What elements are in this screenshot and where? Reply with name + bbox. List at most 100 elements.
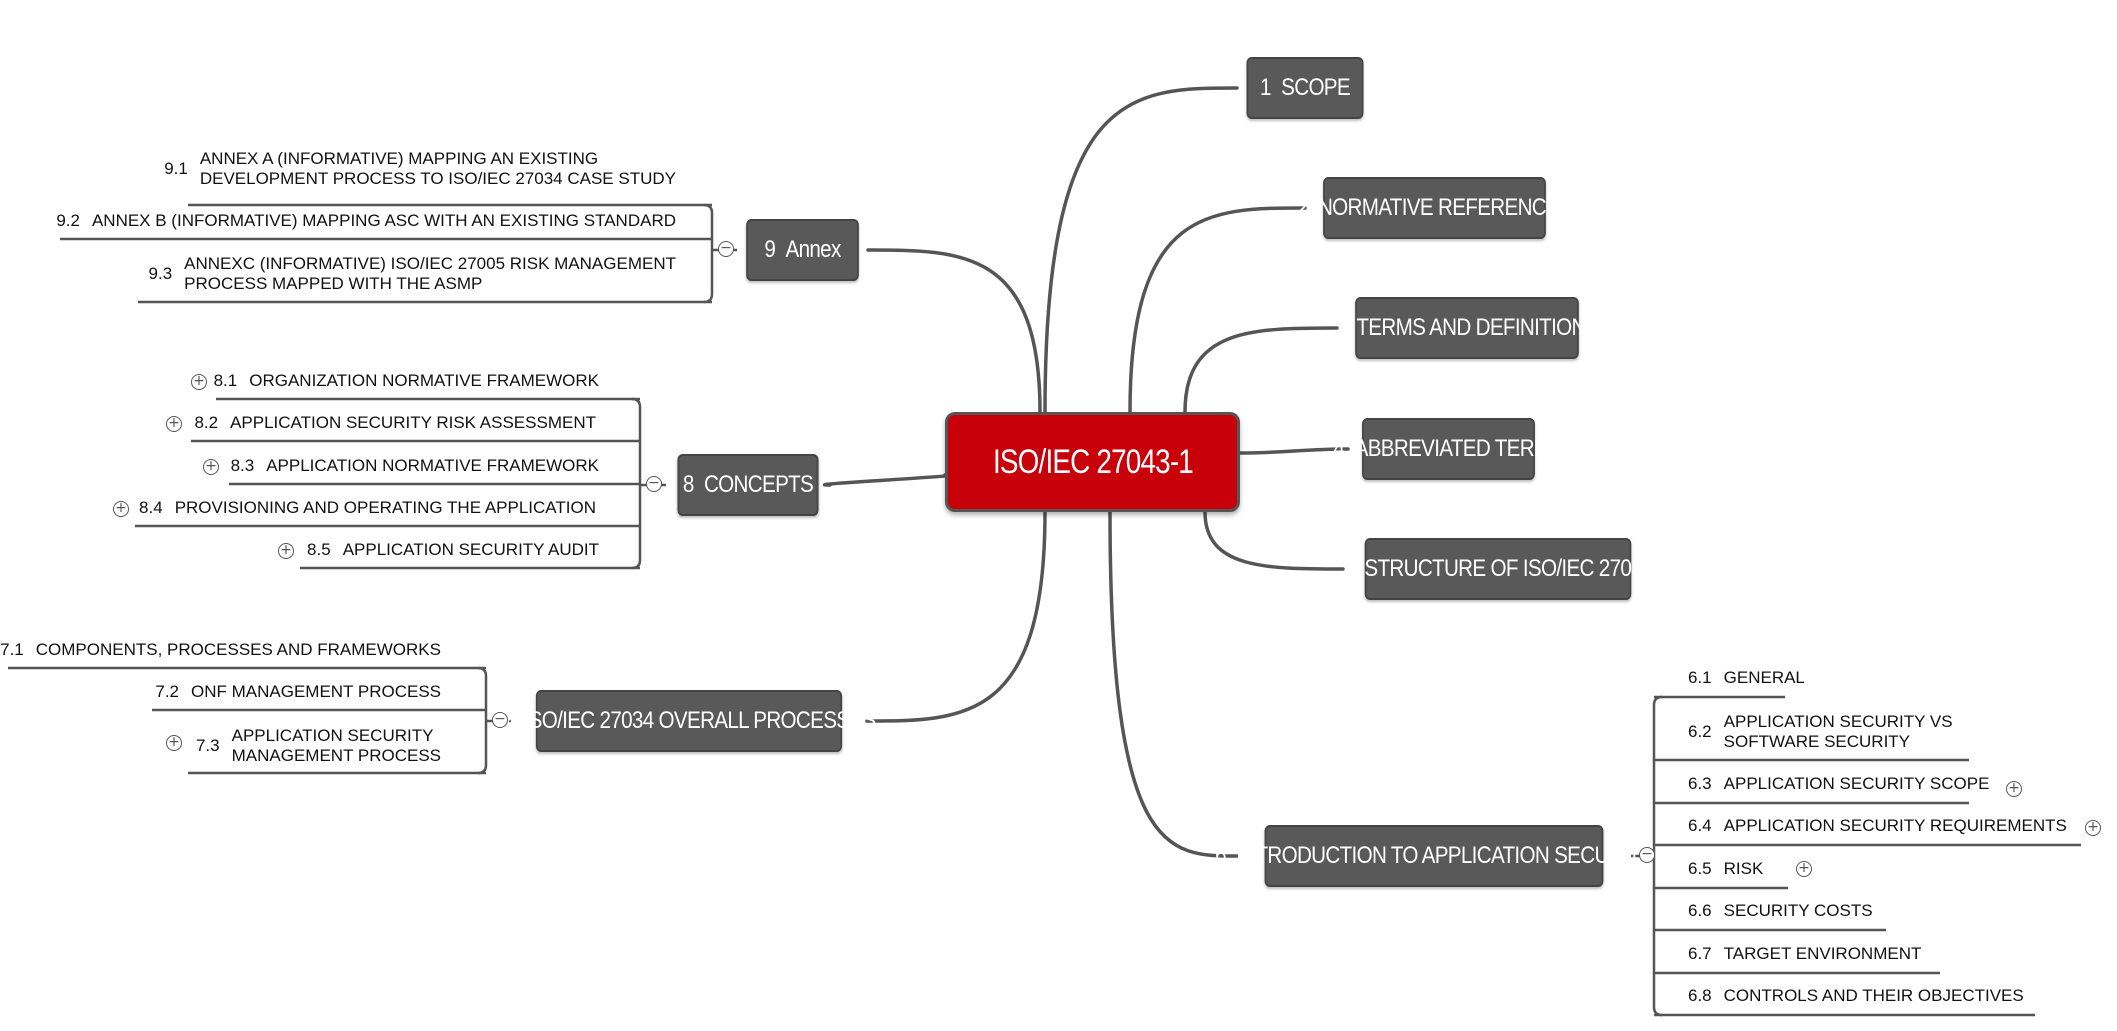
bracket-t9	[703, 203, 714, 304]
topic-6[interactable]: 6 INTRODUCTION TO APPLICATION SECURITY	[1215, 825, 1654, 887]
subtopic-6.8[interactable]: 6.8 CONTROLS AND THEIR OBJECTIVES	[1688, 986, 2024, 1006]
collapse-toggle-icon[interactable]: −	[646, 476, 662, 492]
subtopic-number: 9.1	[164, 159, 188, 178]
connector-t3	[1183, 326, 1339, 414]
bracket-t6	[1652, 695, 1663, 1017]
subtopic-6.5[interactable]: 6.5 RISK	[1688, 859, 1763, 879]
subtopic-7.1[interactable]: 7.1 COMPONENTS, PROCESSES AND FRAMEWORKS	[0, 640, 441, 660]
subtopic-label-line: APPLICATION SECURITY	[231, 726, 434, 745]
topic-label: NORMATIVE REFERENCES	[1317, 194, 1573, 221]
connector-t6	[1108, 510, 1239, 858]
subtopic-label-line: SECURITY COSTS	[1723, 901, 1873, 920]
topic-number: 3	[1335, 314, 1347, 341]
subtopic-label-line: ANNEXC (INFORMATIVE) ISO/IEC 27005 RISK …	[184, 254, 676, 273]
subtopic-label-line: APPLICATION SECURITY VS	[1723, 712, 1953, 731]
subtopic-number: 6.5	[1688, 859, 1712, 878]
central-topic[interactable]: ISO/IEC 27043-1	[945, 412, 1240, 512]
topic-label: CONCEPTS	[703, 471, 814, 498]
connector-t1	[1043, 86, 1239, 414]
collapse-toggle-icon[interactable]: −	[1639, 847, 1655, 863]
expand-toggle-icon[interactable]: +	[166, 735, 182, 751]
subtopic-number: 6.3	[1688, 774, 1712, 793]
subtopic-label-line: ORGANIZATION NORMATIVE FRAMEWORK	[249, 371, 599, 390]
connector-t4	[1238, 447, 1350, 455]
subtopic-number: 8.2	[194, 413, 219, 432]
subtopic-label-line: ANNEX B (INFORMATIVE) MAPPING ASC WITH A…	[91, 211, 676, 230]
topic-number: 8	[682, 471, 694, 498]
subtopic-label: SECURITY COSTS	[1724, 901, 1873, 921]
subtopic-label-line: CONTROLS AND THEIR OBJECTIVES	[1723, 986, 2024, 1005]
subtopic-number: 8.4	[139, 498, 163, 517]
topic-2[interactable]: 2 NORMATIVE REFERENCES	[1297, 177, 1573, 239]
subtopic-6.6[interactable]: 6.6 SECURITY COSTS	[1688, 901, 1873, 921]
subtopic-label-line: APPLICATION SECURITY AUDIT	[342, 540, 599, 559]
topic-number: 2	[1296, 194, 1308, 221]
subtopic-label: PROVISIONING AND OPERATING THE APPLICATI…	[175, 498, 596, 518]
topic-label: INTRODUCTION TO APPLICATION SECURITY	[1236, 842, 1653, 869]
topic-number: 4	[1333, 435, 1345, 462]
subtopic-number: 6.2	[1688, 722, 1712, 741]
topic-label: ISO/IEC 27034 OVERALL PROCESSES	[523, 707, 877, 734]
subtopic-label-line: APPLICATION SECURITY SCOPE	[1723, 774, 1990, 793]
subtopic-label-line: TARGET ENVIRONMENT	[1723, 944, 1922, 963]
subtopic-6.3[interactable]: 6.3 APPLICATION SECURITY SCOPE	[1688, 774, 1989, 794]
expand-toggle-icon[interactable]: +	[166, 416, 182, 432]
subtopic-number: 8.3	[230, 456, 255, 475]
expand-toggle-icon[interactable]: +	[2006, 781, 2022, 797]
subtopic-label: APPLICATION SECURITY RISK ASSESSMENT	[230, 413, 596, 433]
subtopic-label-line: DEVELOPMENT PROCESS TO ISO/IEC 27034 CAS…	[199, 169, 676, 188]
collapse-toggle-icon[interactable]: −	[718, 241, 734, 257]
subtopic-8.1[interactable]: 8.1 ORGANIZATION NORMATIVE FRAMEWORK	[214, 371, 599, 391]
subtopic-9.1[interactable]: 9.1 ANNEX A (INFORMATIVE) MAPPING AN EXIS…	[164, 149, 676, 189]
subtopic-number: 7.1	[0, 640, 24, 659]
topic-7[interactable]: 7ISO/IEC 27034 OVERALL PROCESSES	[503, 690, 876, 752]
connector-t9	[866, 248, 1042, 414]
bracket-t7	[477, 666, 488, 775]
subtopic-number: 8.1	[213, 371, 238, 390]
subtopic-number: 6.8	[1688, 986, 1712, 1005]
subtopic-number: 6.6	[1688, 901, 1712, 920]
topic-number: 6	[1215, 842, 1226, 869]
expand-toggle-icon[interactable]: +	[278, 543, 294, 559]
subtopic-label-line: ONF MANAGEMENT PROCESS	[191, 682, 441, 701]
connector-t2	[1128, 206, 1307, 414]
topic-3[interactable]: 3 TERMS AND DEFINITIONS	[1335, 297, 1599, 359]
expand-toggle-icon[interactable]: +	[1796, 861, 1812, 877]
topic-number: 5	[1343, 555, 1355, 582]
expand-toggle-icon[interactable]: +	[203, 459, 219, 475]
topic-8[interactable]: 8 CONCEPTS	[677, 454, 819, 516]
expand-toggle-icon[interactable]: +	[113, 501, 129, 517]
expand-toggle-icon[interactable]: +	[2085, 820, 2101, 836]
subtopic-label: GENERAL	[1724, 668, 1805, 688]
topic-number: 9	[764, 236, 776, 263]
subtopic-8.4[interactable]: 8.4 PROVISIONING AND OPERATING THE APPLIC…	[139, 498, 596, 518]
subtopic-label: COMPONENTS, PROCESSES AND FRAMEWORKS	[36, 640, 441, 660]
subtopic-label-line: RISK	[1723, 859, 1764, 878]
subtopic-label-line: COMPONENTS, PROCESSES AND FRAMEWORKS	[35, 640, 441, 659]
expand-toggle-icon[interactable]: +	[191, 374, 207, 390]
connector-t8	[823, 473, 952, 487]
subtopic-label: ANNEX B (INFORMATIVE) MAPPING ASC WITH A…	[92, 211, 676, 231]
subtopic-8.2[interactable]: 8.2 APPLICATION SECURITY RISK ASSESSMENT	[194, 413, 596, 433]
topic-label: TERMS AND DEFINITIONS	[1356, 314, 1599, 341]
connector-t5	[1203, 510, 1345, 571]
collapse-toggle-icon[interactable]: −	[492, 712, 508, 728]
subtopic-label: ANNEX A (INFORMATIVE) MAPPING AN EXISTIN…	[200, 149, 676, 189]
subtopic-label-line: APPLICATION SECURITY REQUIREMENTS	[1723, 816, 2067, 835]
subtopic-label-line: ANNEX A (INFORMATIVE) MAPPING AN EXISTIN…	[199, 149, 599, 168]
